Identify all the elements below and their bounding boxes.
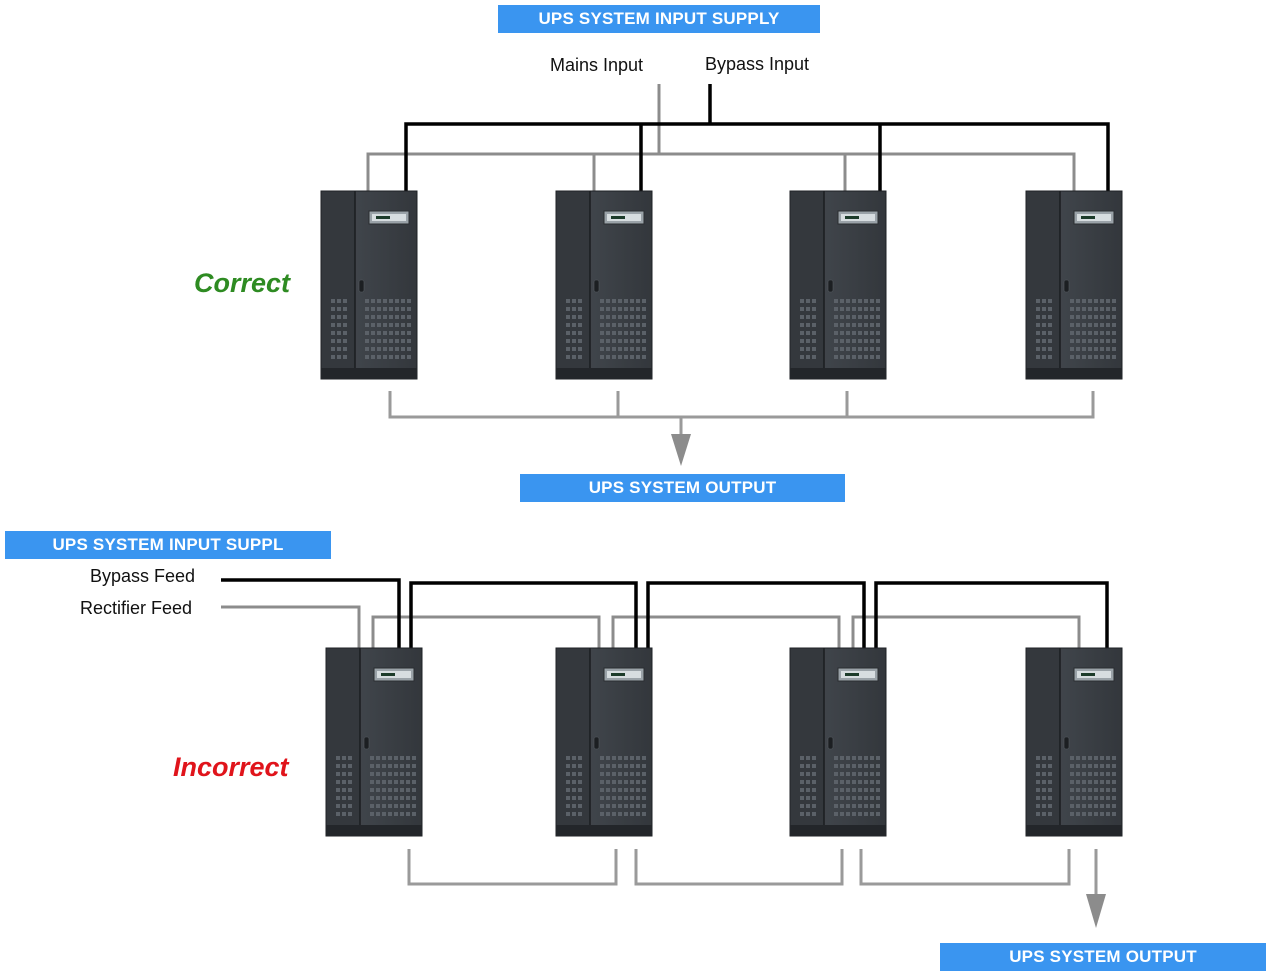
bypass-feed-label: Bypass Feed: [90, 566, 196, 586]
ups-cabinet-bottom-4: [1025, 647, 1123, 837]
mains-input-label: Mains Input: [550, 55, 644, 75]
top-mains-input-wiring: [366, 84, 1076, 191]
ups-cabinet-bottom-1: [325, 647, 423, 837]
ups-cabinet-top-2: [555, 190, 653, 380]
top-output-wiring: [388, 391, 1095, 440]
top-output-banner: UPS SYSTEM OUTPUT: [520, 474, 845, 502]
bottom-bypass-feed-wiring: [221, 578, 1109, 648]
correct-label: Correct: [194, 268, 291, 298]
ups-cabinet-top-3: [789, 190, 887, 380]
ups-cabinet-bottom-2: [555, 647, 653, 837]
top-input-supply-banner: UPS SYSTEM INPUT SUPPLY: [498, 5, 820, 33]
bottom-input-supply-banner: UPS SYSTEM INPUT SUPPL: [5, 531, 331, 559]
bottom-output-arrow: [1086, 894, 1106, 928]
bottom-output-wiring: [407, 849, 1098, 900]
incorrect-label: Incorrect: [173, 752, 289, 782]
bottom-output-banner: UPS SYSTEM OUTPUT: [940, 943, 1266, 971]
bottom-rectifier-feed-wiring: [221, 605, 1081, 648]
ups-cabinet-bottom-3: [789, 647, 887, 837]
ups-cabinet-top-4: [1025, 190, 1123, 380]
rectifier-feed-label: Rectifier Feed: [80, 598, 193, 618]
bypass-input-label: Bypass Input: [705, 54, 810, 74]
top-output-arrow: [671, 434, 691, 466]
top-bypass-input-wiring: [404, 84, 1110, 191]
ups-cabinet-top-1: [320, 190, 418, 380]
